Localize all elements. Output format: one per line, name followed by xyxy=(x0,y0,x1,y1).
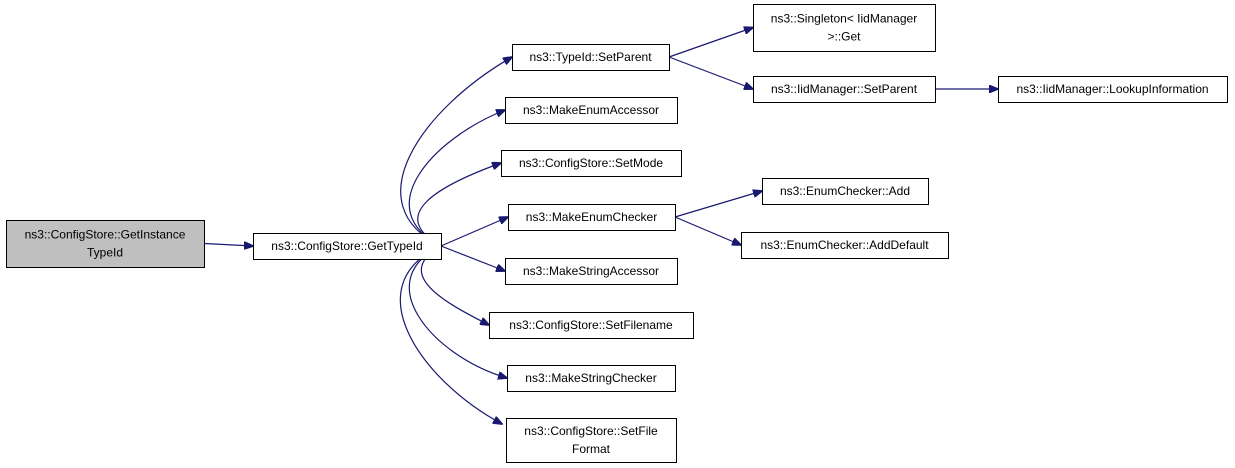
node-label: ns3::ConfigStore::GetInstance xyxy=(25,228,186,242)
edge-get-type-id-to-set-file-format xyxy=(399,245,502,424)
node-label: ns3::Singleton< IidManager xyxy=(771,12,917,26)
node-make-enum-accessor[interactable]: ns3::MakeEnumAccessor xyxy=(505,97,678,124)
edge-get-type-id-to-make-string-checker xyxy=(408,245,507,378)
node-label: ns3::ConfigStore::SetFilename xyxy=(509,318,673,332)
edge-type-id-set-parent-to-singleton-get xyxy=(668,28,753,58)
node-label: ns3::ConfigStore::SetMode xyxy=(519,156,663,170)
edge-line xyxy=(668,56,753,89)
node-make-enum-checker[interactable]: ns3::MakeEnumChecker xyxy=(508,204,676,231)
node-box xyxy=(753,76,936,103)
edge-get-type-id-to-make-enum-accessor xyxy=(408,110,505,247)
node-box xyxy=(506,418,677,463)
edges-layer xyxy=(203,28,998,425)
node-box xyxy=(489,312,694,339)
node-label: ns3::MakeStringAccessor xyxy=(523,264,659,278)
node-box xyxy=(501,150,682,177)
node-box xyxy=(762,178,929,205)
edge-line xyxy=(674,216,741,245)
node-box xyxy=(998,76,1228,103)
node-box xyxy=(512,44,670,71)
edge-line xyxy=(408,245,507,378)
node-box xyxy=(6,220,205,268)
node-box xyxy=(741,232,949,259)
node-label: Format xyxy=(572,442,611,456)
node-box xyxy=(505,258,678,285)
node-set-mode[interactable]: ns3::ConfigStore::SetMode xyxy=(501,150,682,177)
edge-line xyxy=(408,110,505,247)
node-label: ns3::EnumChecker::Add xyxy=(780,184,910,198)
node-label: ns3::MakeEnumAccessor xyxy=(523,103,659,117)
node-label: ns3::ConfigStore::GetTypeId xyxy=(271,239,422,253)
node-label: >::Get xyxy=(827,30,861,44)
node-enum-add[interactable]: ns3::EnumChecker::Add xyxy=(762,178,929,205)
node-label: ns3::ConfigStore::SetFile xyxy=(524,424,658,438)
node-enum-add-default[interactable]: ns3::EnumChecker::AddDefault xyxy=(741,232,949,259)
edge-line xyxy=(399,245,502,424)
node-label: ns3::IidManager::SetParent xyxy=(771,82,918,96)
node-box xyxy=(507,365,676,392)
edge-line xyxy=(400,57,512,247)
node-box xyxy=(253,233,442,260)
node-box xyxy=(753,4,936,52)
edge-type-id-set-parent-to-iid-set-parent xyxy=(668,56,753,89)
edge-line xyxy=(203,244,253,247)
node-box xyxy=(505,97,678,124)
node-set-filename[interactable]: ns3::ConfigStore::SetFilename xyxy=(489,312,694,339)
node-label: ns3::IidManager::LookupInformation xyxy=(1016,82,1208,96)
edge-line xyxy=(440,245,505,271)
edge-make-enum-checker-to-enum-add xyxy=(674,191,762,218)
node-label: ns3::MakeEnumChecker xyxy=(526,210,657,224)
edge-root-to-get-type-id xyxy=(203,244,253,247)
edge-line xyxy=(668,28,753,58)
node-make-string-checker[interactable]: ns3::MakeStringChecker xyxy=(507,365,676,392)
node-iid-set-parent[interactable]: ns3::IidManager::SetParent xyxy=(753,76,936,103)
node-label: ns3::MakeStringChecker xyxy=(525,371,656,385)
node-get-type-id[interactable]: ns3::ConfigStore::GetTypeId xyxy=(253,233,442,260)
edge-line xyxy=(674,191,762,218)
node-label: ns3::EnumChecker::AddDefault xyxy=(760,238,929,252)
node-label: TypeId xyxy=(87,246,123,260)
node-lookup-information[interactable]: ns3::IidManager::LookupInformation xyxy=(998,76,1228,103)
node-make-string-accessor[interactable]: ns3::MakeStringAccessor xyxy=(505,258,678,285)
edge-get-type-id-to-make-string-accessor xyxy=(440,245,505,271)
node-type-id-set-parent[interactable]: ns3::TypeId::SetParent xyxy=(512,44,670,71)
edge-get-type-id-to-make-enum-checker xyxy=(440,217,508,247)
edge-make-enum-checker-to-enum-add-default xyxy=(674,216,741,245)
edge-line xyxy=(440,217,508,247)
edge-get-type-id-to-type-id-set-parent xyxy=(400,57,512,247)
node-singleton-get[interactable]: ns3::Singleton< IidManager >::Get xyxy=(753,4,936,52)
node-label: ns3::TypeId::SetParent xyxy=(529,50,652,64)
node-box xyxy=(508,204,676,231)
